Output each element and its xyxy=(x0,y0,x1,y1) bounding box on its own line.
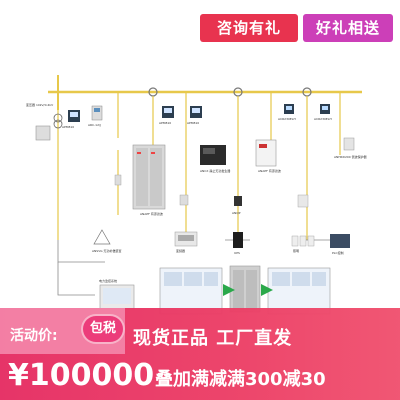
screen-panel-right xyxy=(267,267,331,315)
svg-text:ACR230ELH: ACR230ELH xyxy=(314,117,332,121)
device-plc xyxy=(330,234,350,248)
svg-text:照明: 照明 xyxy=(293,249,299,253)
screen-panel-left xyxy=(159,267,223,315)
svg-text:电力监控系统: 电力监控系统 xyxy=(99,278,117,283)
activity-price-label: 活动价: xyxy=(10,328,58,344)
promo-banner: 活动价: 包税 ¥100000 现货正品 工厂直发 叠加满减满300减30 xyxy=(0,308,400,400)
svg-text:UPS: UPS xyxy=(234,251,240,255)
svg-text:ARC-12/J: ARC-12/J xyxy=(88,123,101,127)
svg-text:ANHRD200 谐波保护器: ANHRD200 谐波保护器 xyxy=(334,154,367,159)
svg-text:ANCX 静止无功发生器: ANCX 静止无功发生器 xyxy=(200,168,230,173)
gift-promo-button[interactable]: 好礼相送 xyxy=(303,14,393,42)
monitoring-station xyxy=(99,284,135,310)
slogan-discount: 叠加满减满300减30 xyxy=(155,369,326,390)
anhrd-box xyxy=(343,137,355,151)
svg-text:APM810: APM810 xyxy=(187,121,199,125)
svg-text:PLC控制: PLC控制 xyxy=(332,250,344,255)
meter-apm810-c xyxy=(190,106,202,118)
meter-apm810 xyxy=(68,110,80,122)
device-ancx xyxy=(200,145,226,165)
device-ups xyxy=(233,232,243,248)
device-lighting xyxy=(291,235,315,247)
device-inverter xyxy=(174,231,198,247)
svg-text:ANSVG 无功补偿装置: ANSVG 无功补偿装置 xyxy=(92,248,122,253)
meter-acrel-b xyxy=(320,104,330,114)
tax-included-badge: 包税 xyxy=(83,316,123,342)
svg-text:APM810: APM810 xyxy=(159,121,171,125)
device-anapf-wall xyxy=(255,139,277,167)
svg-text:变频器: 变频器 xyxy=(176,248,185,253)
svg-text:变压器 10kV/0.4kV: 变压器 10kV/0.4kV xyxy=(26,102,54,107)
meter-acrel-a xyxy=(284,104,294,114)
svg-text:ANAPF 有源滤波: ANAPF 有源滤波 xyxy=(140,211,163,216)
svg-text:ACR230ELH: ACR230ELH xyxy=(278,117,296,121)
svg-text:ANQP: ANQP xyxy=(232,211,241,215)
transformer-icon xyxy=(53,113,63,123)
svg-text:ANAPF 有源滤波: ANAPF 有源滤波 xyxy=(258,168,281,173)
consult-gift-button[interactable]: 咨询有礼 xyxy=(200,14,298,42)
price-value: ¥100000 xyxy=(8,358,155,393)
svg-text:APM810: APM810 xyxy=(62,125,74,129)
cabinet-anapf xyxy=(132,144,166,210)
meter-apm810-b xyxy=(162,106,174,118)
meter-arc12 xyxy=(91,105,103,121)
cabinet-center xyxy=(229,265,261,313)
ansvg-icon xyxy=(93,229,111,245)
slogan-genuine-direct: 现货正品 工厂直发 xyxy=(133,328,293,349)
transformer-box xyxy=(35,125,51,141)
